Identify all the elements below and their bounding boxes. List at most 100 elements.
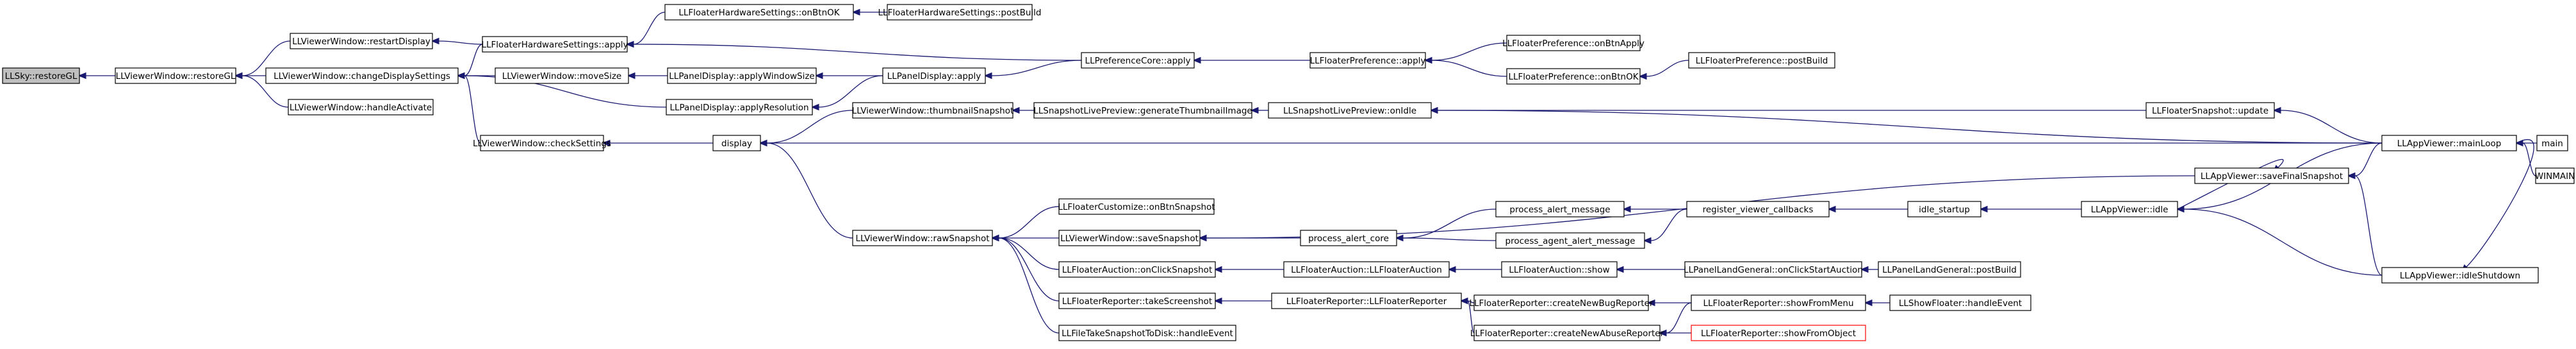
- node-llfloaterhardwaresettings-onbtnok[interactable]: LLFloaterHardwareSettings::onBtnOK: [664, 4, 854, 21]
- node-llfloaterreporter-showfromobject[interactable]: LLFloaterReporter::showFromObject: [1691, 325, 1866, 341]
- edge-llfloaterauction-llfloaterauction-to-llfloaterauction-onclicksnapshot: [1213, 266, 1284, 273]
- edge-llappviewer-mainloop-to-llappviewer-savefinalsnapshot: [2347, 142, 2383, 180]
- arrowhead: [759, 139, 767, 147]
- edge-llfloaterreporter-showfromobject-to-llfloaterreporter-createnewabusereporter: [1658, 329, 1691, 337]
- node-llfloaterpreference-onbtnapply[interactable]: LLFloaterPreference::onBtnApply: [1502, 35, 1645, 51]
- arrowhead: [1622, 205, 1631, 213]
- edge-llappviewer-idleshutdown-to-llappviewer-idle: [2176, 205, 2383, 276]
- node-box: [852, 102, 1013, 119]
- node-label: LLPanelDisplay::apply: [887, 71, 981, 81]
- node-llfiletakesnapshottodisk-handleevent[interactable]: LLFileTakeSnapshotToDisk::handleEvent: [1058, 325, 1236, 341]
- arrowhead: [1646, 299, 1655, 307]
- node-llfloaterpreference-apply[interactable]: LLFloaterPreference::apply: [1309, 52, 1426, 69]
- node-llappviewer-savefinalsnapshot[interactable]: LLAppViewer::saveFinalSnapshot: [2194, 167, 2349, 184]
- node-llviewerwindow-thumbnailsnapshot[interactable]: LLViewerWindow::thumbnailSnapshot: [852, 102, 1014, 119]
- node-llappviewer-idle[interactable]: LLAppViewer::idle: [2081, 201, 2178, 217]
- node-winmain[interactable]: WINMAIN: [2535, 167, 2575, 184]
- edge-llfloaterhardwaresettings-apply-to-llviewerwindow-restartdisplay: [431, 37, 483, 45]
- node-llviewerwindow-rawsnapshot[interactable]: LLViewerWindow::rawSnapshot: [852, 230, 993, 246]
- node-label: LLFloaterCustomize::onBtnSnapshot: [1058, 202, 1215, 212]
- node-llpaneldisplay-apply[interactable]: LLPanelDisplay::apply: [882, 67, 986, 84]
- node-llfloaterpreference-postbuild[interactable]: LLFloaterPreference::postBuild: [1688, 52, 1835, 69]
- node-register-viewer-callbacks[interactable]: register_viewer_callbacks: [1686, 201, 1830, 217]
- node-idle-startup[interactable]: idle_startup: [1907, 201, 1981, 217]
- edge-line: [1666, 302, 1692, 334]
- node-llfloaterreporter-takescreenshot[interactable]: LLFloaterReporter::takeScreenshot: [1058, 293, 1216, 309]
- node-llsnapshotlivepreview-generatethumbnailimage[interactable]: LLSnapshotLivePreview::generateThumbnail…: [1033, 102, 1252, 119]
- node-llviewerwindow-restoregl[interactable]: LLViewerWindow::restoreGL: [115, 67, 236, 84]
- node-label: LLFloaterPreference::onBtnOK: [1508, 72, 1639, 82]
- node-label: LLFloaterReporter::takeScreenshot: [1062, 296, 1212, 307]
- edge-line: [464, 75, 481, 144]
- node-llfloaterauction-llfloaterauction[interactable]: LLFloaterAuction::LLFloaterAuction: [1283, 261, 1450, 278]
- node-label: LLSky::restoreGL: [5, 71, 78, 81]
- node-llfloaterhardwaresettings-apply[interactable]: LLFloaterHardwareSettings::apply: [481, 36, 628, 53]
- node-llfloaterreporter-llfloaterreporter[interactable]: LLFloaterReporter::LLFloaterReporter: [1271, 293, 1462, 309]
- node-process-agent-alert-message[interactable]: process_agent_alert_message: [1495, 232, 1645, 249]
- node-box: [1271, 293, 1462, 309]
- edge-llappviewer-idleshutdown-to-llappviewer-savefinalsnapshot: [2347, 172, 2383, 276]
- node-process-alert-message[interactable]: process_alert_message: [1495, 201, 1625, 217]
- node-llpreferencecore-apply[interactable]: LLPreferenceCore::apply: [1081, 52, 1195, 69]
- edge-llfloaterpreference-postbuild-to-llfloaterpreference-onbtnok: [1638, 60, 1689, 80]
- edge-line: [1431, 60, 1507, 77]
- node-box: [1081, 52, 1195, 69]
- node-llpanellandgeneral-onclickstartauction[interactable]: LLPanelLandGeneral::onClickStartAuction: [1684, 261, 1863, 278]
- node-llappviewer-mainloop[interactable]: LLAppViewer::mainLoop: [2381, 135, 2517, 151]
- arrowhead: [1860, 266, 1869, 273]
- edge-line: [242, 75, 289, 108]
- node-box: [2145, 102, 2275, 119]
- node-llviewerwindow-handleactivate[interactable]: LLViewerWindow::handleActivate: [288, 99, 434, 115]
- edge-line: [1402, 209, 1497, 239]
- node-llfloaterreporter-createnewabusereporter[interactable]: LLFloaterReporter::createNewAbuseReporte…: [1470, 325, 1664, 341]
- node-llviewerwindow-movesize[interactable]: LLViewerWindow::moveSize: [495, 67, 629, 84]
- node-box: [667, 67, 817, 84]
- node-label: LLFloaterPreference::onBtnApply: [1502, 38, 1645, 49]
- node-main[interactable]: main: [2536, 135, 2568, 151]
- node-label: LLFloaterReporter::showFromObject: [1701, 328, 1856, 339]
- node-llfloaterreporter-showfrommenu[interactable]: LLFloaterReporter::showFromMenu: [1691, 294, 1866, 311]
- node-label: LLPreferenceCore::apply: [1085, 56, 1191, 66]
- arrowhead: [1213, 266, 1222, 273]
- edge-line: [2466, 139, 2534, 268]
- node-llpanellandgeneral-postbuild[interactable]: LLPanelLandGeneral::postBuild: [1878, 261, 2021, 278]
- node-box: [1907, 201, 1981, 217]
- node-label: LLShowFloater::handleEvent: [1899, 298, 2022, 309]
- node-llpaneldisplay-applyresolution[interactable]: LLPanelDisplay::applyResolution: [666, 99, 813, 115]
- node-label: LLFloaterAuction::LLFloaterAuction: [1291, 265, 1442, 275]
- arrowhead: [851, 8, 860, 16]
- node-box: [1473, 325, 1661, 341]
- node-llpaneldisplay-applywindowsize[interactable]: LLPanelDisplay::applyWindowSize: [667, 67, 817, 84]
- node-label: LLFloaterReporter::LLFloaterReporter: [1286, 296, 1447, 307]
- node-llviewerwindow-savesnapshot[interactable]: LLViewerWindow::saveSnapshot: [1058, 230, 1201, 246]
- arrowhead: [1827, 205, 1836, 213]
- node-box: [1691, 294, 1866, 311]
- edge-line: [998, 237, 1060, 302]
- arrowhead: [627, 72, 636, 80]
- node-label: LLAppViewer::saveFinalSnapshot: [2201, 171, 2343, 182]
- node-llfloaterreporter-createnewbugreporter[interactable]: LLFloaterReporter::createNewBugReporter: [1469, 294, 1653, 311]
- node-llfloaterauction-onclicksnapshot[interactable]: LLFloaterAuction::onClickSnapshot: [1058, 261, 1216, 278]
- node-box: [1300, 230, 1397, 246]
- node-llfloaterhardwaresettings-postbuild[interactable]: LLFloaterHardwareSettings::postBuild: [878, 4, 1042, 21]
- node-display[interactable]: display: [712, 135, 761, 151]
- node-llfloaterauction-show[interactable]: LLFloaterAuction::show: [1501, 261, 1618, 278]
- node-llviewerwindow-changedisplaysettings[interactable]: LLViewerWindow::changeDisplaySettings: [265, 67, 459, 84]
- node-llfloatercustomize-onbtnsnapshot[interactable]: LLFloaterCustomize::onBtnSnapshot: [1058, 198, 1215, 215]
- node-llappviewer-idleshutdown[interactable]: LLAppViewer::idleShutdown: [2381, 267, 2539, 284]
- node-llviewerwindow-checksettings[interactable]: LLViewerWindow::checkSettings: [473, 135, 611, 151]
- edge-idle-startup-to-register-viewer-callbacks: [1827, 205, 1908, 213]
- arrowhead: [2272, 106, 2281, 114]
- node-llsky-restoregl[interactable]: LLSky::restoreGL: [2, 67, 80, 84]
- node-llshowfloater-handleevent[interactable]: LLShowFloater::handleEvent: [1889, 294, 2031, 311]
- arrowhead: [1864, 299, 1873, 307]
- edge-layer: [78, 8, 2538, 337]
- node-box: [1878, 261, 2021, 278]
- node-llviewerwindow-restartdisplay[interactable]: LLViewerWindow::restartDisplay: [290, 33, 433, 49]
- node-process-alert-core[interactable]: process_alert_core: [1300, 230, 1397, 246]
- node-llfloaterpreference-onbtnok[interactable]: LLFloaterPreference::onBtnOK: [1506, 68, 1641, 85]
- node-box: [1889, 294, 2031, 311]
- edge-llappviewer-idle-to-llappviewer-savefinalsnapshot: [2177, 158, 2284, 210]
- node-llsnapshotlivepreview-onidle[interactable]: LLSnapshotLivePreview::onIdle: [1268, 102, 1432, 119]
- node-llfloatersnapshot-update[interactable]: LLFloaterSnapshot::update: [2145, 102, 2275, 119]
